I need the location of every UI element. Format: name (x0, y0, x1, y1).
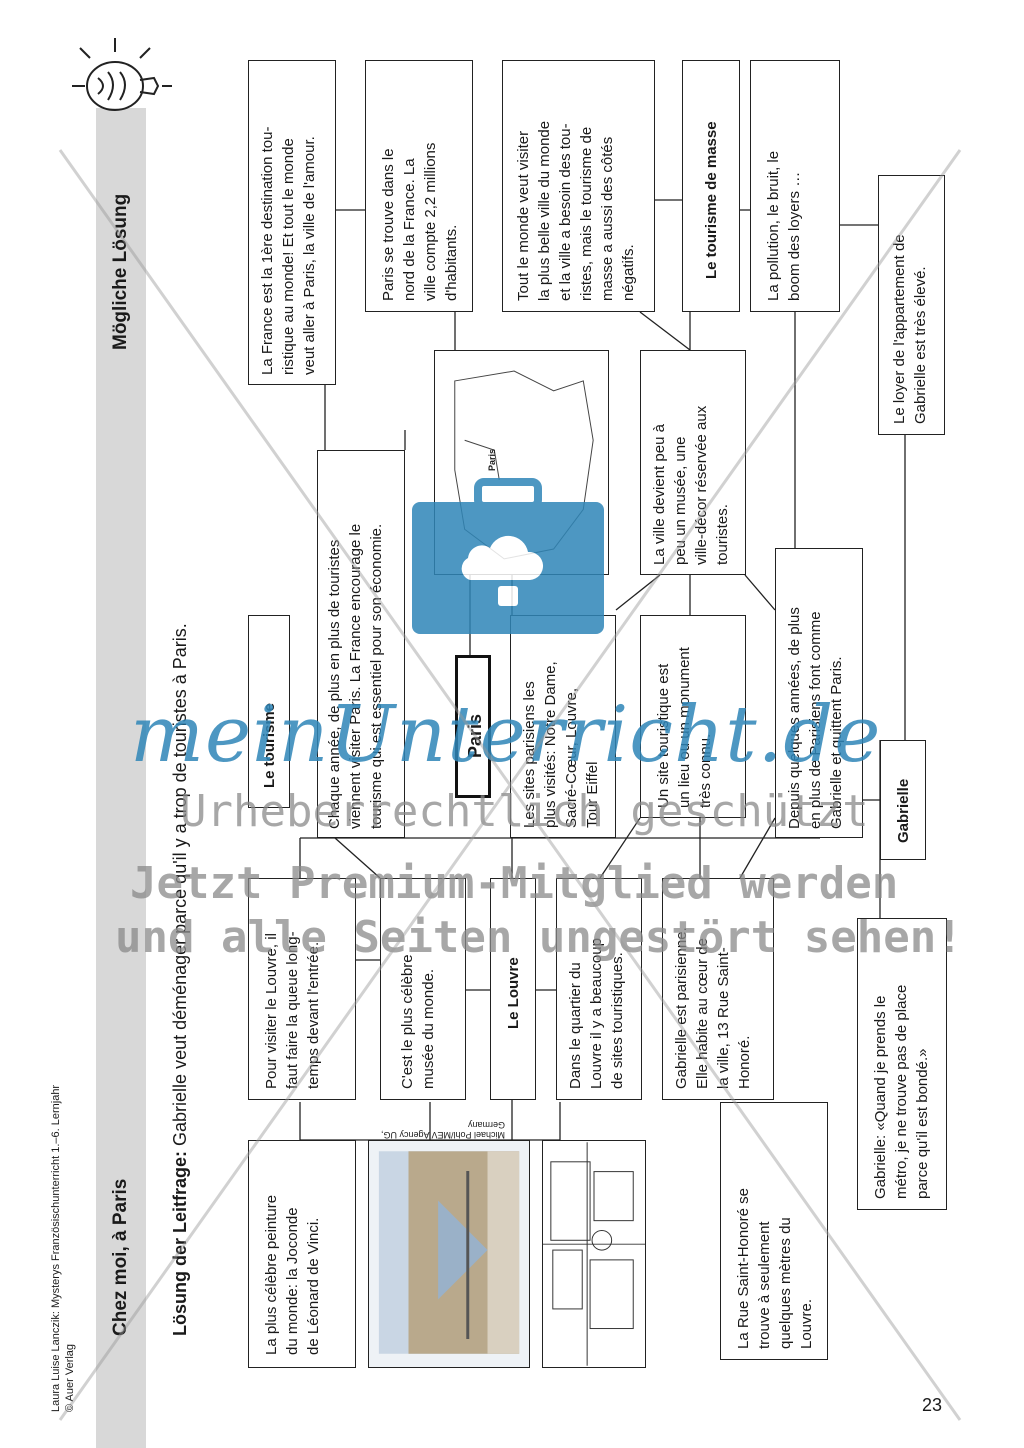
card-parisienne: Gabrielle est parisienne. Elle habite au… (662, 878, 774, 1100)
card-musee: C'est le plus célèbre musée du monde. (380, 878, 466, 1100)
card-paris-nord: Paris se trouve dans le nord de la Franc… (365, 60, 473, 312)
card-site-touristique: Un site touristique est un lieu ou un mo… (640, 615, 746, 818)
card-louvre-queue: Pour visiter le Louvre, il faut faire la… (248, 878, 356, 1100)
card-sites: Les sites parisiens les plus visités: No… (510, 615, 616, 838)
louvre-photo-illustration (378, 1151, 520, 1354)
card-joconde: La plus célèbre peinture du monde: la Jo… (248, 1140, 356, 1368)
photo-louvre (368, 1140, 530, 1368)
card-le-louvre: Le Louvre (490, 878, 536, 1100)
page-number: 23 (922, 1395, 943, 1415)
map-label-paris: Paris (487, 448, 497, 471)
card-gabrielle-quote: Gabrielle: «Quand je prends le métro, je… (857, 918, 947, 1210)
card-depuis: Depuis quelques années, de plus en plus … (775, 548, 863, 838)
card-paris: Paris (455, 655, 491, 798)
card-ville-musee: La ville devient peu à peu un musée, une… (640, 350, 746, 575)
card-chaque-annee: Chaque année, de plus en plus de tourist… (317, 450, 405, 838)
card-tourisme-masse: Le tourisme de masse (682, 60, 740, 312)
card-france-destination: La France est la 1ère destination tou- r… (248, 60, 336, 385)
lightbulb-icon (72, 38, 172, 111)
street-map-illustration (543, 1142, 645, 1366)
side-band (96, 108, 146, 1448)
photo-credit: Michael Pohl/MEV Agency UG, Germany (380, 1120, 505, 1140)
card-gabrielle: Gabrielle (880, 740, 926, 860)
card-plus-belle: Tout le monde veut visiter la plus belle… (502, 60, 655, 312)
map-paris: Paris (434, 350, 609, 575)
card-quartier: Dans le quartier du Louvre il y a beauco… (556, 878, 642, 1100)
card-pollution: La pollution, le bruit, le boom des loye… (750, 60, 840, 312)
card-rue-st-honore: La Rue Saint-Honoré se trouve à seulemen… (720, 1102, 828, 1360)
france-map-illustration (454, 370, 594, 560)
map-louvre (542, 1140, 646, 1368)
card-loyer: Le loyer de l'appartement de Gabrielle e… (878, 175, 945, 435)
card-le-tourisme: Le tourisme (248, 615, 290, 808)
